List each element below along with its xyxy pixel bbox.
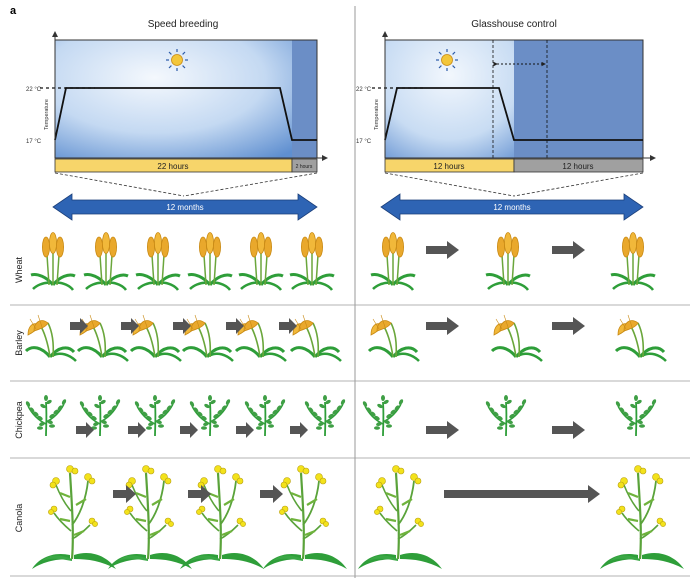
speed-y-top: 22 °C — [26, 87, 42, 93]
sun-icon — [436, 49, 458, 71]
speed-dark-hours-bar — [291, 158, 318, 173]
canola-plant-icon — [178, 464, 266, 571]
control-dark-hours-bar — [513, 158, 644, 173]
crop-label-wheat: Wheat — [14, 256, 24, 283]
wheat-plant-icon — [29, 231, 77, 292]
stage-arrow — [552, 421, 585, 439]
crop-rows: Wheat Barley Chickpea Canola — [10, 231, 690, 577]
chickpea-plant-icon — [614, 394, 658, 437]
control-y-label: Temperature — [374, 99, 380, 130]
control-dark-period — [514, 40, 643, 158]
panel-label: a — [10, 5, 17, 17]
wheat-plant-icon — [237, 231, 285, 292]
stage-arrow — [76, 422, 94, 438]
speed-dark-period — [292, 40, 317, 158]
speed-duration: 12 months — [166, 203, 203, 212]
stage-arrow — [552, 317, 585, 335]
stage-arrow — [426, 421, 459, 439]
stage-arrow — [70, 318, 88, 334]
wheat-plant-icon — [609, 231, 657, 292]
barley-plant-icon — [490, 313, 544, 363]
stage-arrow — [188, 485, 211, 503]
wheat-plant-icon — [484, 231, 532, 292]
canola-plant-icon — [261, 464, 349, 571]
control-duration-arrow — [380, 193, 644, 221]
crop-label-barley: Barley — [14, 330, 24, 356]
barley-plant-icon — [614, 313, 668, 363]
speed-y-label: Temperature — [44, 99, 50, 130]
stage-arrow-long — [444, 485, 600, 503]
stage-arrow — [113, 485, 136, 503]
canola-plant-icon — [30, 464, 118, 571]
wheat-plant-icon — [82, 231, 130, 292]
stage-arrow — [552, 241, 585, 259]
barley-plant-icon — [24, 313, 78, 363]
speed-breeding-panel: Speed breeding 22 °C 17 °C Temperature 2… — [26, 19, 328, 221]
control-funnel-right — [513, 172, 644, 197]
canola-plant-icon — [106, 464, 194, 571]
wheat-plant-icon — [288, 231, 336, 292]
chickpea-plant-icon — [24, 394, 68, 437]
wheat-plant-icon — [186, 231, 234, 292]
wheat-plant-icon — [369, 231, 417, 292]
speed-title: Speed breeding — [148, 19, 219, 30]
barley-plant-icon — [289, 313, 343, 363]
stage-arrow — [260, 485, 283, 503]
stage-arrow — [236, 422, 254, 438]
control-temp-curve — [384, 87, 643, 141]
control-y-top: 22 °C — [356, 87, 372, 93]
barley-plant-icon — [367, 313, 421, 363]
stage-arrow — [180, 422, 198, 438]
speed-funnel-right — [183, 172, 318, 197]
wheat-plant-icon — [134, 231, 182, 292]
speed-duration-arrow — [52, 193, 318, 221]
stage-arrow — [290, 422, 308, 438]
control-duration: 12 months — [493, 203, 530, 212]
stage-arrow — [226, 318, 244, 334]
barley-plant-icon — [129, 313, 183, 363]
canola-plant-icon — [598, 464, 686, 571]
control-y-bottom: 17 °C — [356, 139, 372, 145]
chickpea-plant-icon — [303, 394, 347, 437]
barley-plant-icon — [76, 313, 130, 363]
barley-plant-icon — [181, 313, 235, 363]
crop-label-canola: Canola — [14, 504, 24, 533]
control-dark-hours: 12 hours — [562, 162, 593, 171]
glasshouse-control-panel: Glasshouse control 22 °C 17 °C Temperatu… — [356, 19, 656, 221]
control-title: Glasshouse control — [471, 19, 557, 30]
crop-label-chickpea: Chickpea — [14, 401, 24, 439]
control-funnel-left — [384, 172, 515, 197]
stage-arrow — [279, 318, 297, 334]
chickpea-plant-icon — [484, 394, 528, 437]
barley-plant-icon — [234, 313, 288, 363]
speed-temp-curve — [54, 87, 317, 141]
stage-arrow — [426, 317, 459, 335]
canola-plant-icon — [356, 464, 444, 571]
speed-funnel-left — [54, 172, 185, 197]
stage-arrow — [128, 422, 146, 438]
stage-arrow — [173, 318, 191, 334]
control-light-hours: 12 hours — [433, 162, 464, 171]
stage-arrow — [426, 241, 459, 259]
speed-dark-hours: 2 hours — [296, 164, 313, 170]
chickpea-plant-icon — [361, 394, 405, 437]
stage-arrow — [121, 318, 139, 334]
speed-y-bottom: 17 °C — [26, 139, 42, 145]
speed-light-hours: 22 hours — [157, 162, 188, 171]
sun-icon — [166, 49, 188, 71]
